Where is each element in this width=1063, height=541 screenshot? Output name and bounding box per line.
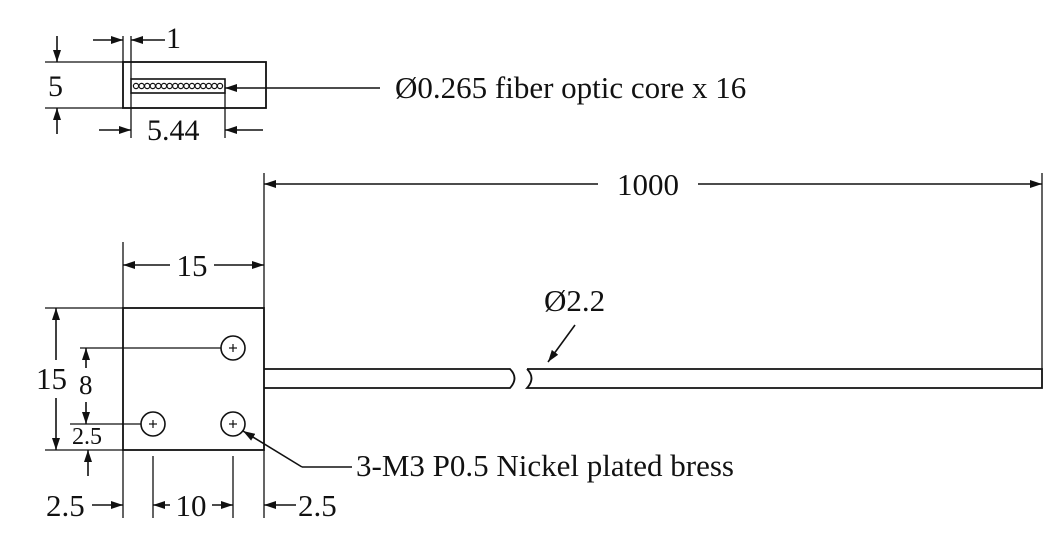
dim-15w-label: 15 [177,248,208,283]
dim-5-label: 5 [48,70,63,103]
dim-25r-label: 2.5 [298,488,337,523]
ferrule-end-face [122,61,267,109]
dim-15h-label: 15 [36,361,67,396]
fiber-core [177,82,184,90]
fiber-core [160,82,168,90]
dim-25b-label: 2.5 [72,424,102,450]
dim-25l-label: 2.5 [46,488,85,523]
fiber-core [171,82,179,90]
fiber-core [149,82,156,90]
cable-diameter-label: Ø2.2 [544,283,605,318]
mounting-hole-bottom-right [220,411,246,437]
fiber-core [143,82,151,90]
side-view: 1000 15 15 [36,167,1043,523]
fiber-core [199,82,207,90]
mounting-block [122,307,265,451]
top-view: 1 5 5.44 Ø0.265 fiber optic core x 16 [45,22,746,147]
core-label: Ø0.265 fiber optic core x 16 [395,70,746,105]
fiber-core [155,82,162,90]
dim-544-label: 5.44 [147,114,200,147]
dim-1000-label: 1000 [617,167,679,202]
hole-label: 3-M3 P0.5 Nickel plated bress [356,448,734,483]
hole-leader-diagonal [242,430,303,468]
mounting-hole-top-right [220,335,246,361]
fiber-core [194,82,201,90]
cable-diameter-leader [547,324,576,363]
dim-8-label: 8 [79,370,93,400]
fiber-core [216,82,224,90]
fiber-core [205,82,212,90]
fiber-core [188,82,196,90]
fiber-core [166,82,173,90]
fiber-cores [132,82,224,90]
fiber-core [138,82,145,90]
dim-10-label: 10 [176,488,207,523]
fiber-core [132,82,140,90]
mounting-hole-bottom-left [140,411,166,437]
fiber-core [183,82,190,90]
fiber-cable [264,368,1043,389]
fiber-core [211,82,218,90]
dim-1-label: 1 [166,22,181,55]
